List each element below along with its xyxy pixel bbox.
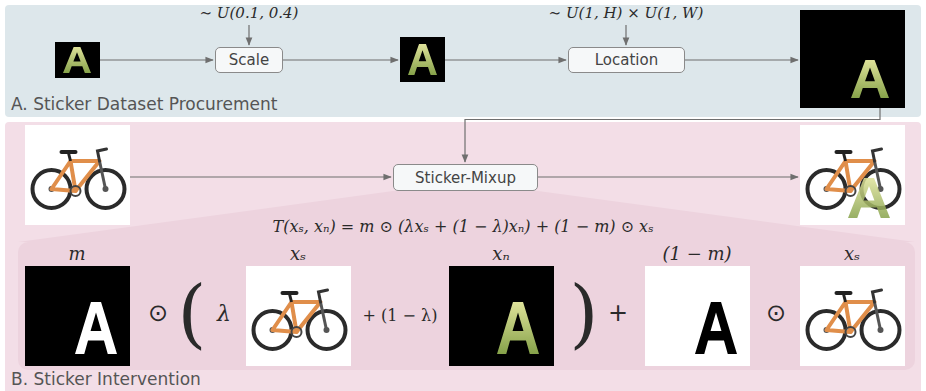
flow-arrow <box>100 59 213 60</box>
flow-arrow <box>538 176 798 177</box>
sticker-canvas <box>449 266 554 366</box>
sticker-image <box>55 42 100 78</box>
sticker-glyph <box>75 302 117 354</box>
panel-ground <box>5 5 921 117</box>
flow-arrow <box>685 59 798 60</box>
bike-drawing <box>254 290 346 349</box>
math-symbol: + (1 − λ) <box>363 307 438 325</box>
math-symbol: m <box>68 244 85 265</box>
math-symbol: λ <box>217 301 231 326</box>
panel-heading: B. Sticker Intervention <box>11 369 201 389</box>
mask-image <box>645 266 750 366</box>
sticker-glyph <box>408 44 437 75</box>
panel-band: Scale Location A. Sticker Dataset Procurem… <box>5 5 921 117</box>
bike-image <box>800 266 905 366</box>
bracket-symbol: ( <box>178 276 207 350</box>
panel-band: Sticker-Mixup B. Sticker Intervention <box>5 122 921 391</box>
process-box: Location <box>568 47 685 73</box>
math-symbol: xₛ <box>844 244 860 265</box>
box-label: Sticker-Mixup <box>415 169 516 187</box>
bracket-symbol: ) <box>570 276 599 350</box>
math-symbol: (1 − m) <box>662 244 731 265</box>
sticker-glyph <box>695 302 737 354</box>
zoom-callout <box>18 191 915 242</box>
process-box: Scale <box>215 47 283 73</box>
math-expression: ∼ U(1, H) × U(1, W) <box>549 5 704 22</box>
sticker-glyph <box>848 178 890 218</box>
panel-ground <box>5 122 921 391</box>
math-symbol: ⊙ <box>766 300 786 328</box>
math-symbol: ⊙ <box>148 300 168 328</box>
bike-image <box>800 125 905 225</box>
process-box: Sticker-Mixup <box>393 164 538 191</box>
bike-drawing <box>808 149 900 208</box>
panel-heading: A. Sticker Dataset Procurement <box>11 94 277 114</box>
math-symbol: xₙ <box>492 244 509 265</box>
sticker-canvas <box>800 10 905 108</box>
mask-image <box>25 266 130 366</box>
math-symbol: xₛ <box>290 244 306 265</box>
subpanel-ground <box>18 242 915 370</box>
box-label: Location <box>595 51 658 69</box>
math-expression: ∼ U(0.1, 0.4) <box>200 5 299 22</box>
flow-arrow <box>445 59 566 60</box>
sticker-glyph <box>497 302 539 354</box>
flow-arrow <box>283 59 398 60</box>
bike-drawing <box>808 290 900 349</box>
sticker-image <box>400 37 445 82</box>
sticker-glyph <box>63 47 91 73</box>
math-symbol: + <box>608 300 628 328</box>
bike-drawing <box>33 149 125 208</box>
bike-image <box>246 266 351 366</box>
math-expression: T(xₛ, xₙ) = m ⊙ (λxₛ + (1 − λ)xₙ) + (1 −… <box>272 218 653 236</box>
flow-arrow <box>625 25 626 45</box>
bike-image <box>25 125 130 225</box>
sticker-glyph <box>851 60 889 98</box>
flow-arrow <box>248 25 249 45</box>
flow-arrow <box>130 176 391 177</box>
box-label: Scale <box>229 51 269 69</box>
